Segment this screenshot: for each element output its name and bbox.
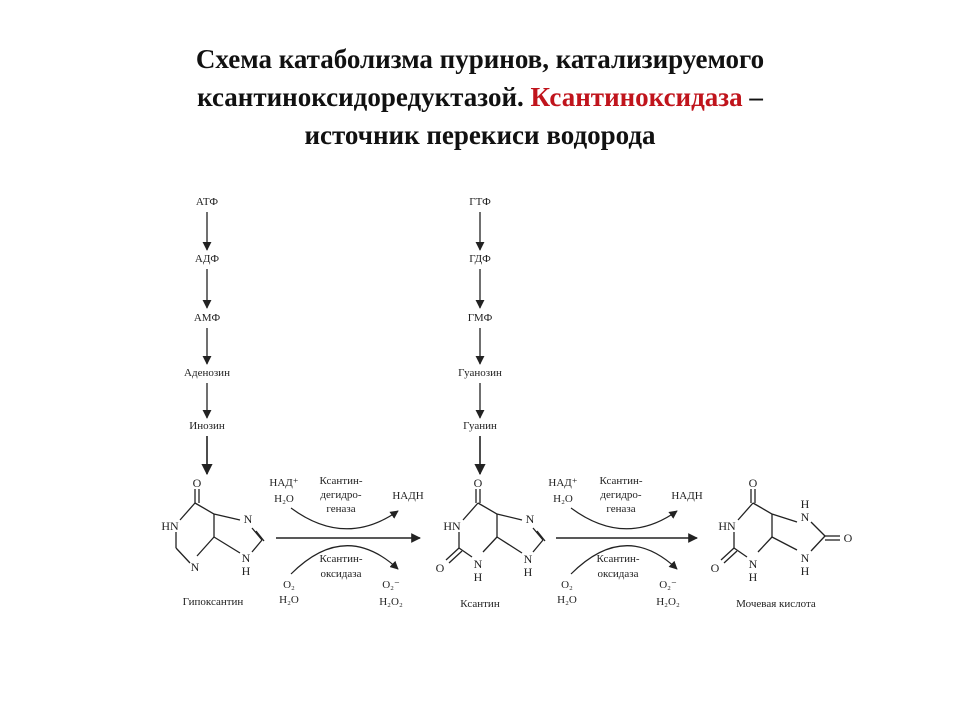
reaction-1-o2: O₂ — [283, 579, 295, 591]
reaction-1-dh-line1: Ксантин- — [319, 475, 362, 487]
reaction-2-ox-curve — [570, 545, 678, 575]
hypoxanthine-n3: N — [191, 560, 200, 574]
reaction-1: НАД⁺ H₂O Ксантин- дегидро- геназа НАДН К… — [269, 475, 423, 608]
uric-acid-h9: H — [801, 564, 810, 578]
reaction-1-ox-line2: оксидаза — [320, 568, 361, 580]
xanthine-n3: N — [474, 557, 483, 571]
title-line-1: Схема катаболизма пуринов, катализируемо… — [195, 44, 765, 74]
uric-acid-o2: O — [711, 561, 720, 575]
xanthine-h3: H — [474, 570, 483, 584]
reaction-2-dh-curve — [570, 507, 678, 530]
xanthine-structure — [445, 489, 546, 564]
page-title: Схема катаболизма пуринов, катализируемо… — [0, 40, 960, 154]
reaction-2-superoxide: O₂⁻ — [659, 579, 677, 591]
hypoxanthine-n9: N — [242, 551, 251, 565]
gmp-label: ГМФ — [468, 312, 493, 324]
xanthine-o6: O — [474, 476, 483, 490]
xanthine-hn: HN — [443, 519, 461, 533]
hypoxanthine-name: Гипоксантин — [183, 596, 244, 608]
hypoxanthine-o: O — [193, 476, 202, 490]
reaction-1-ox-curve — [290, 545, 399, 575]
adp-label: АДФ — [195, 253, 219, 265]
uric-acid-h7: H — [801, 497, 810, 511]
hypoxanthine-hn: HN — [161, 519, 179, 533]
atp-label: АТФ — [196, 196, 218, 208]
reaction-1-ox-line1: Ксантин- — [319, 553, 362, 565]
title-line-3: источник перекиси водорода — [304, 120, 656, 150]
reaction-2-ox-line1: Ксантин- — [596, 553, 639, 565]
reaction-1-h2o-top: H₂O — [274, 493, 294, 505]
reaction-2-nad: НАД⁺ — [548, 477, 577, 489]
reaction-1-h2o2: H₂O₂ — [379, 596, 403, 608]
reaction-2-dh-line2: дегидро- — [600, 489, 641, 501]
uric-acid-structure — [720, 489, 840, 564]
uric-acid-o8: O — [844, 531, 853, 545]
guanine-pathway: ГТФ ГДФ ГМФ Гуанозин Гуанин — [458, 196, 502, 476]
xanthine-o2: O — [436, 561, 445, 575]
xanthine-n9: N — [524, 552, 533, 566]
adenine-pathway: АТФ АДФ АМФ Аденозин Инозин — [184, 196, 230, 476]
reaction-2: НАД⁺ H₂O Ксантин- дегидро- геназа НАДН К… — [548, 475, 702, 608]
xanthine-atoms: O HN O N H N N H Ксантин — [436, 476, 535, 610]
title-accent: Ксантиноксидаза — [530, 82, 743, 112]
inosine-label: Инозин — [189, 420, 225, 432]
xanthine-h9: H — [524, 565, 533, 579]
uric-acid-atoms: O HN O N H H N N H O Мочевая кислота — [711, 476, 853, 610]
uric-acid-n7: N — [801, 510, 810, 524]
reaction-2-h2o2: H₂O₂ — [656, 596, 680, 608]
title-line-2-text: ксантиноксидоредуктазой. — [197, 82, 531, 112]
uric-acid-o6: O — [749, 476, 758, 490]
title-line-2: ксантиноксидоредуктазой. Ксантиноксидаза… — [0, 78, 960, 116]
reaction-1-nadh: НАДН — [392, 490, 423, 502]
hypoxanthine-h9: H — [242, 564, 251, 578]
reaction-2-h2o-bottom: H₂O — [557, 594, 577, 606]
uric-acid-hn: HN — [718, 519, 736, 533]
hypoxanthine-structure — [175, 489, 265, 564]
reaction-1-dh-curve — [290, 507, 399, 530]
reaction-1-superoxide: O₂⁻ — [382, 579, 400, 591]
guanine-label: Гуанин — [463, 420, 497, 432]
uric-acid-n3: N — [749, 557, 758, 571]
reaction-2-ox-line2: оксидаза — [597, 568, 638, 580]
hypoxanthine-atoms: O HN N N N H Гипоксантин — [161, 476, 252, 608]
hypoxanthine-n7: N — [244, 512, 253, 526]
gtp-label: ГТФ — [469, 196, 491, 208]
reaction-1-nad: НАД⁺ — [269, 477, 298, 489]
title-dash: – — [742, 82, 763, 112]
amp-label: АМФ — [194, 312, 221, 324]
reaction-2-dh-line3: геназа — [606, 503, 635, 515]
xanthine-n7: N — [526, 512, 535, 526]
guanosine-label: Гуанозин — [458, 367, 502, 379]
reaction-1-dh-line3: геназа — [326, 503, 355, 515]
uric-acid-h3: H — [749, 570, 758, 584]
xanthine-name: Ксантин — [460, 598, 500, 610]
reaction-2-h2o-top: H₂O — [553, 493, 573, 505]
uric-acid-n9: N — [801, 551, 810, 565]
reaction-2-nadh: НАДН — [671, 490, 702, 502]
uric-acid-name: Мочевая кислота — [736, 598, 816, 610]
reaction-2-dh-line1: Ксантин- — [599, 475, 642, 487]
adenosine-label: Аденозин — [184, 367, 230, 379]
gdp-label: ГДФ — [469, 253, 491, 265]
reaction-1-dh-line2: дегидро- — [320, 489, 361, 501]
reaction-1-h2o-bottom: H₂O — [279, 594, 299, 606]
reaction-2-o2: O₂ — [561, 579, 573, 591]
